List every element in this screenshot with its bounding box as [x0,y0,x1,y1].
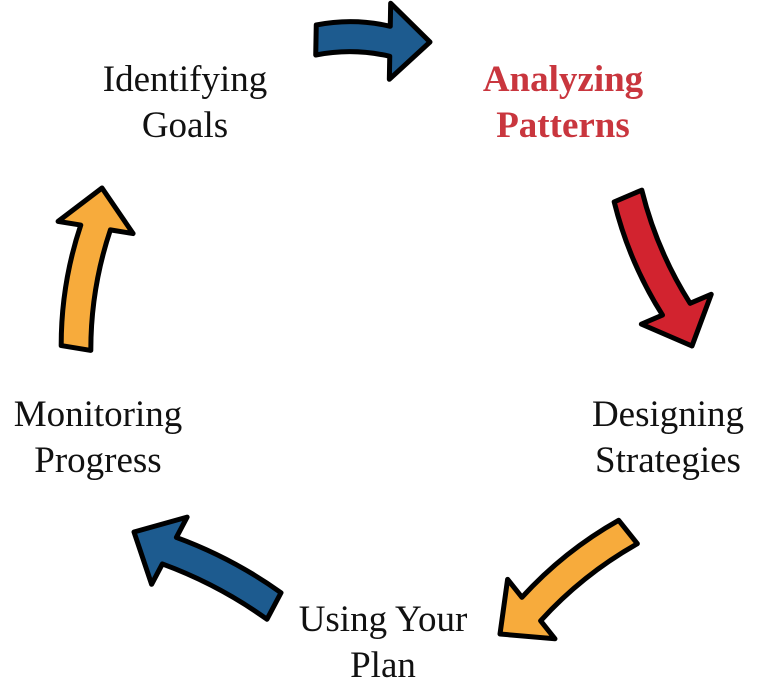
step-label-line1: Using Your [298,599,468,640]
cycle-arrow-icon [131,514,284,622]
step-label-line2: Goals [141,105,229,146]
step-label-line1: Analyzing [482,59,644,100]
step-using-your-plan: Using Your Plan [268,597,498,689]
cycle-arrow-icon [611,187,714,349]
step-label-line1: Identifying [102,59,268,100]
cycle-arrow-icon [497,517,640,642]
step-label-line2: Progress [34,440,162,481]
cycle-arrow-icon [55,185,136,353]
step-analyzing-patterns: Analyzing Patterns [448,57,678,149]
step-identifying-goals: Identifying Goals [70,57,300,149]
step-label-line1: Monitoring [13,394,183,435]
cycle-arrow-icon [313,0,433,82]
step-designing-strategies: Designing Strategies [553,392,757,484]
step-monitoring-progress: Monitoring Progress [0,392,213,484]
step-label-line2: Plan [350,645,416,686]
step-label-line1: Designing [591,394,745,435]
step-label-line2: Strategies [595,440,741,481]
step-label-line2: Patterns [496,105,630,146]
